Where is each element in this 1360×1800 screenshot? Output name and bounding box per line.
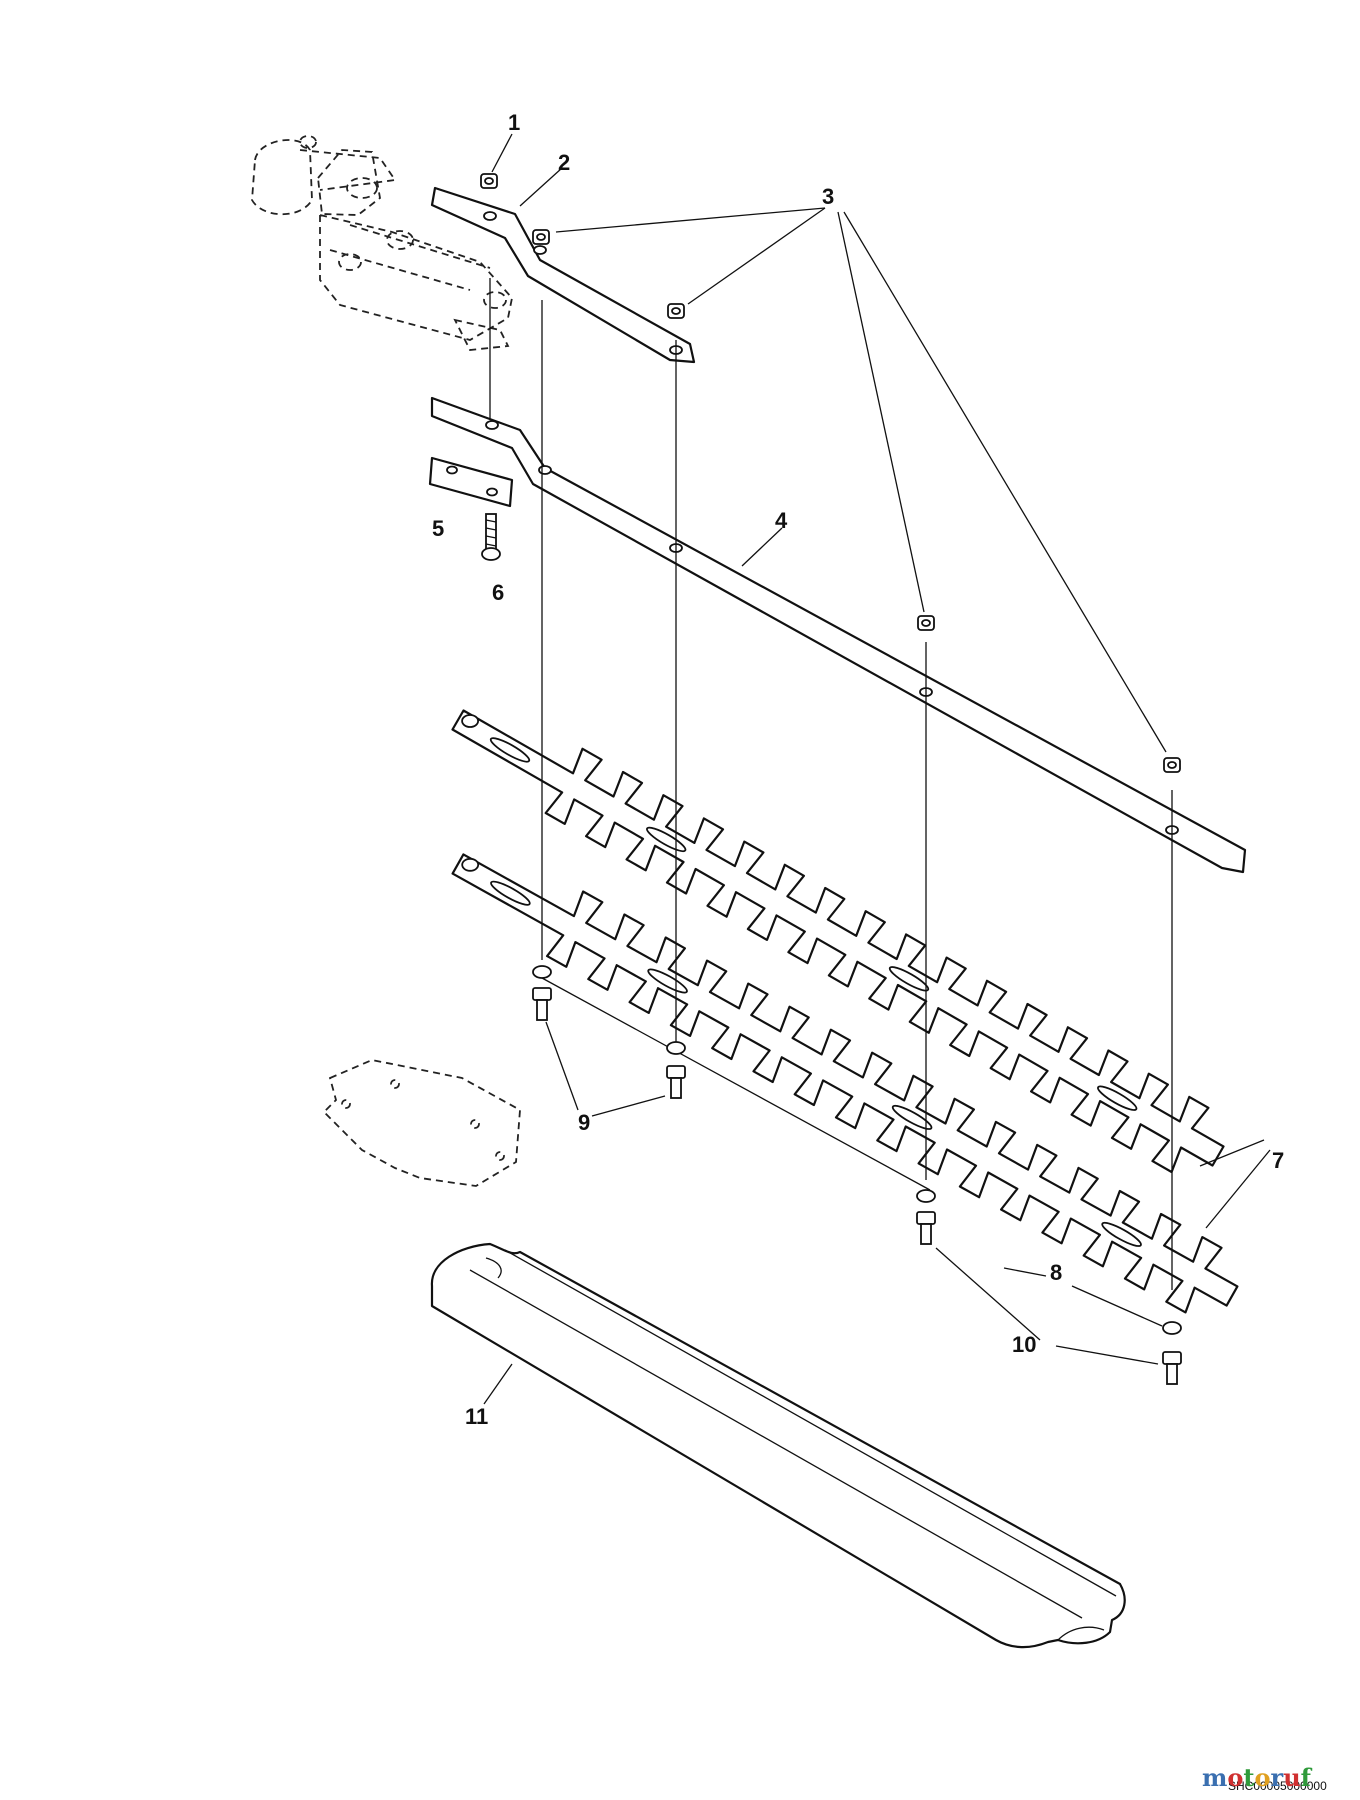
nut-part-3-a [532, 229, 550, 245]
nut-part-1 [480, 173, 498, 189]
blade-slot [1101, 1221, 1142, 1247]
blade-slot [490, 880, 531, 906]
part-7-blades [451, 709, 1239, 1314]
blade-lower [451, 853, 1239, 1314]
bolt-part-10-a [916, 1211, 936, 1245]
washers-and-bolts [532, 965, 1182, 1385]
callout-labels: 1 2 3 4 5 6 7 8 9 10 11 [432, 110, 1284, 1429]
callout-1: 1 [508, 110, 520, 135]
callout-5: 5 [432, 516, 444, 541]
blade-slot [489, 737, 531, 763]
washer-d [1162, 1321, 1182, 1335]
blade-slot [1097, 1085, 1138, 1111]
blade-body [451, 853, 1239, 1314]
washer-c [916, 1189, 936, 1203]
bolt-part-10-b [1162, 1351, 1182, 1385]
callout-8: 8 [1050, 1260, 1062, 1285]
nut-part-3-d [1163, 757, 1181, 773]
bolt-part-9-b [666, 1065, 686, 1099]
blade-body [451, 709, 1225, 1174]
motoruf-logo: motoruf [1202, 1763, 1313, 1792]
blade-slot [891, 1104, 933, 1130]
part-2-upper-bracket [430, 186, 696, 364]
nuts [480, 173, 1181, 773]
blade-slot [888, 966, 930, 992]
part-4-guide-bar [430, 396, 1247, 874]
gearbox-housing-dashed [251, 135, 513, 351]
callout-9: 9 [578, 1110, 590, 1135]
blade-stud [461, 714, 480, 728]
assembly-lines [489, 278, 1173, 1290]
washer-b [666, 1041, 686, 1055]
part-5-plate [428, 456, 514, 508]
callout-3: 3 [822, 184, 834, 209]
nut-part-3-c [917, 615, 935, 631]
leader-lines [483, 133, 1271, 1405]
part-11-blade-guard [430, 1242, 1126, 1649]
blade-slot [647, 968, 688, 994]
callout-11: 11 [465, 1404, 488, 1429]
callout-6: 6 [492, 580, 504, 605]
nut-part-3-b [667, 303, 685, 319]
drawing-code: SHC00005000000 [1228, 1779, 1327, 1793]
callout-2: 2 [558, 150, 570, 175]
part-6-screw [481, 513, 501, 561]
callout-4: 4 [775, 508, 788, 533]
blade-upper [451, 709, 1225, 1174]
bolt-part-9-a [532, 987, 552, 1021]
callout-7: 7 [1272, 1148, 1284, 1173]
washer-a [532, 965, 552, 979]
callout-10: 10 [1012, 1332, 1036, 1357]
blade-stud [461, 857, 480, 872]
gasket-dashed [322, 1059, 521, 1187]
